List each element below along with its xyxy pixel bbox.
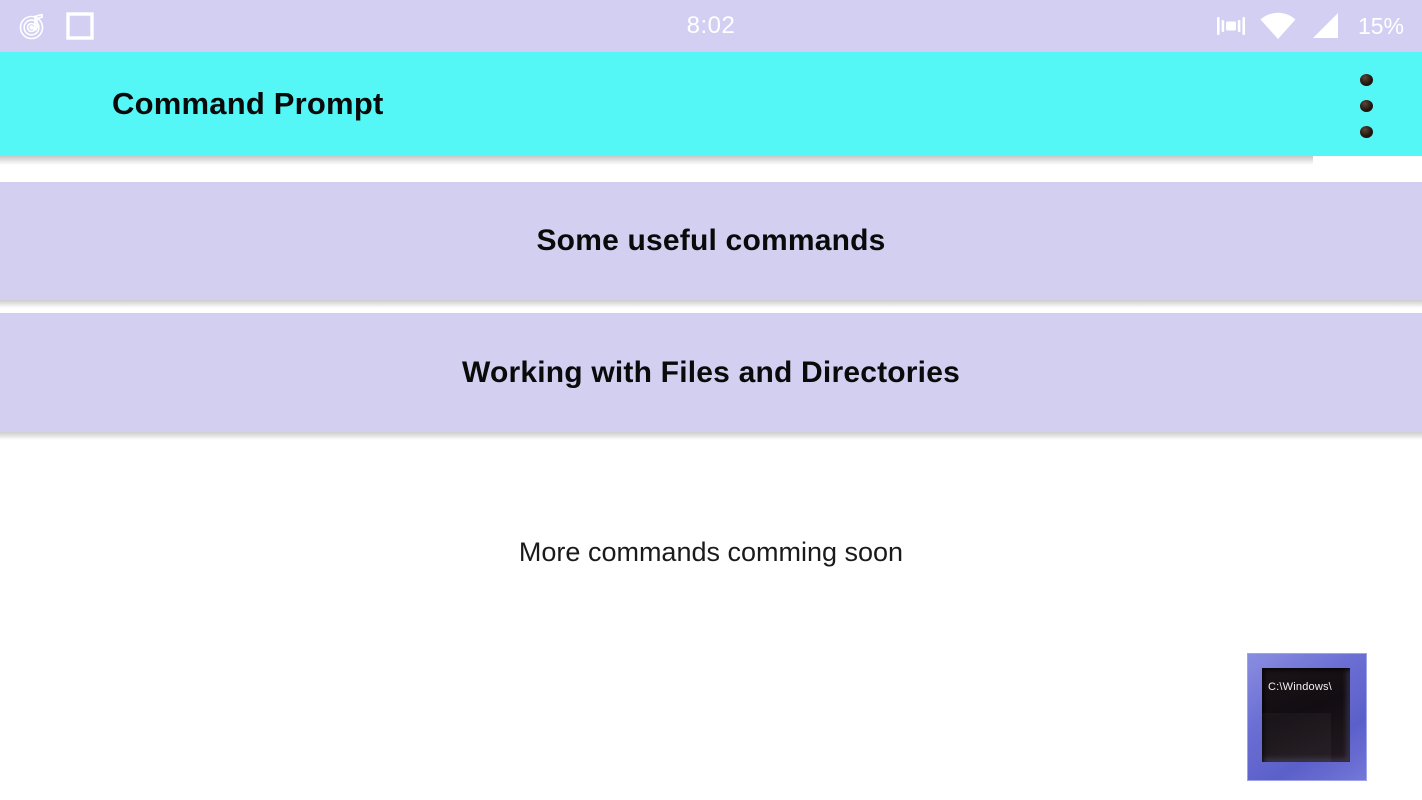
overflow-dot-icon [1359,74,1373,86]
content-area: Some useful commands Working with Files … [0,156,1422,800]
list-item-label: Working with Files and Directories [461,355,960,389]
battery-percent-label: 15% [1357,12,1404,39]
footer-note: More commands comming soon [518,537,904,567]
clock-label: 8:02 [686,12,736,39]
page-title: Command Prompt [112,86,384,121]
overflow-dot-icon [1359,126,1373,138]
list-item-working-with-files-and-directories[interactable]: Working with Files and Directories [0,313,1422,440]
status-bar-clock-area: 8:02 [278,12,1144,40]
overflow-dot-icon [1359,100,1373,112]
signal-icon [1310,12,1340,40]
list-item-label: Some useful commands [536,224,886,257]
command-prompt-path-label: C:\Windows\ [1268,681,1332,693]
overflow-menu-button[interactable] [1353,74,1379,138]
wifi-icon [1260,12,1296,40]
status-bar-right-icons: 15% [1144,12,1404,40]
app-square-icon [66,12,94,40]
vibrate-icon [1216,13,1246,39]
app-bar: Command Prompt [0,52,1422,165]
command-prompt-screen: C:\Windows\ [1262,668,1350,762]
music-player-icon [18,11,48,41]
list-item-some-useful-commands[interactable]: Some useful commands [0,182,1422,308]
command-prompt-icon: C:\Windows\ [1247,653,1367,781]
status-bar: 8:02 15% [0,0,1422,52]
status-bar-left-icons [18,11,278,41]
